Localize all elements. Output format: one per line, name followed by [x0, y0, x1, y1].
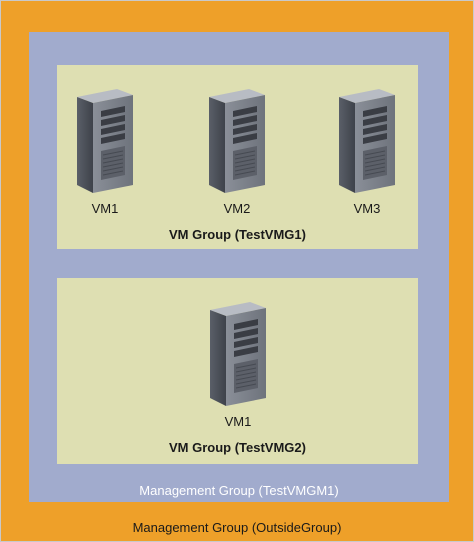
vm-group-testvmg1: VM1 VM2 VM3 VM Group (TestVMG1) [57, 65, 418, 249]
vm-group-label: VM Group (TestVMG1) [169, 227, 306, 242]
management-group-testvmgm1: VM1 VM2 VM3 VM Group (TestVMG1) VM1 VM G… [29, 32, 449, 502]
vm-label: VM3 [353, 201, 381, 216]
server-tower-icon [208, 88, 266, 194]
vm-label: VM1 [224, 414, 252, 429]
vm-node: VM1 [198, 298, 278, 429]
vm-group-testvmg2: VM1 VM Group (TestVMG2) [57, 278, 418, 464]
server-tower-icon [76, 88, 134, 194]
server-tower-icon [338, 88, 396, 194]
vm-node: VM2 [197, 85, 277, 216]
vm-node: VM3 [327, 85, 407, 216]
vm-node: VM1 [65, 85, 145, 216]
server-tower-icon [209, 301, 267, 407]
management-group-label: Management Group (TestVMGM1) [139, 483, 339, 498]
vm-label: VM2 [223, 201, 251, 216]
vm-label: VM1 [91, 201, 119, 216]
outer-group-label: Management Group (OutsideGroup) [132, 520, 342, 535]
vm-group-label: VM Group (TestVMG2) [169, 440, 306, 455]
